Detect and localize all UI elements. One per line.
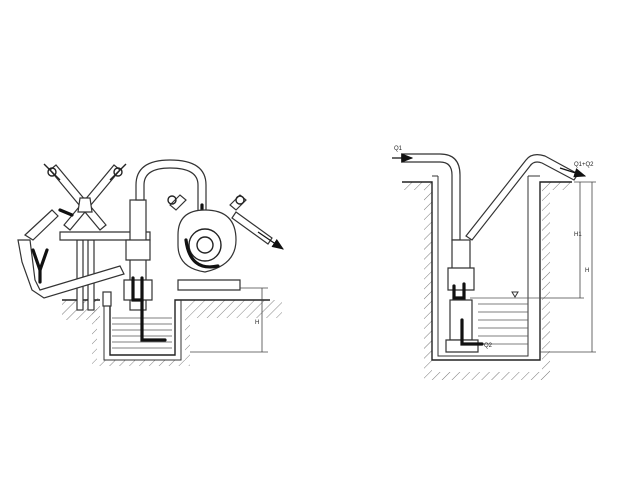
- left-pump: [167, 194, 247, 291]
- right-dimensions: H1 H: [540, 181, 596, 353]
- left-ground: [62, 298, 282, 366]
- left-height-label: H: [255, 320, 259, 326]
- right-discharge-pipe: Q1+Q2: [465, 154, 594, 241]
- q2-label: Q2: [484, 343, 493, 349]
- h-label: H: [585, 268, 589, 274]
- left-diagram: H: [17, 159, 284, 366]
- left-height-dimension: H: [190, 287, 268, 353]
- left-pipework: [17, 209, 151, 299]
- q1-plus-q2-label: Q1+Q2: [574, 162, 594, 168]
- left-discharge: [231, 211, 284, 250]
- right-diagram: Q1 Q1+Q2 Q2 H1 H: [392, 146, 596, 380]
- h1-label: H1: [574, 232, 582, 238]
- left-valves: [43, 163, 127, 231]
- q1-label: Q1: [394, 146, 403, 152]
- right-ground: [402, 175, 572, 380]
- right-water: [470, 291, 540, 345]
- right-pump-column: Q2: [445, 239, 493, 353]
- left-suction-column: [123, 199, 167, 342]
